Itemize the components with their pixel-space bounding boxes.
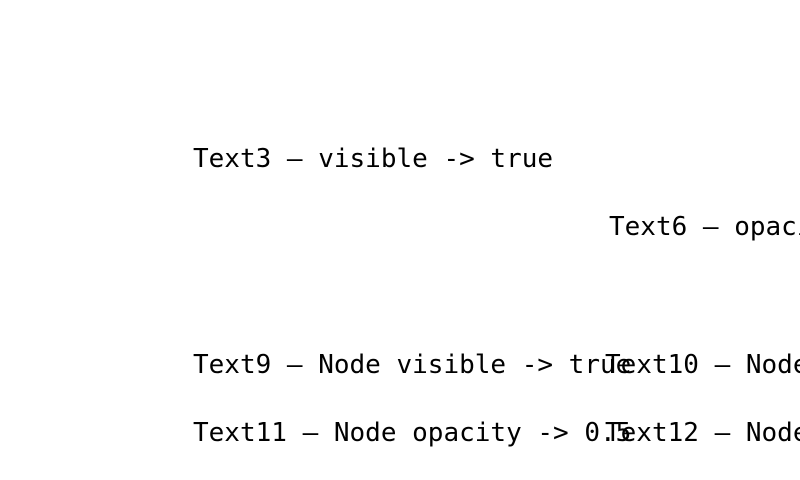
text-label-text10: Text10 – Node visible -> false bbox=[605, 350, 800, 380]
text-label-text6: Text6 – opacity -> 0.5 bbox=[609, 212, 800, 242]
text-label-text12: Text12 – Node opacity -> 1.0 bbox=[605, 418, 800, 448]
text-label-text3: Text3 – visible -> true bbox=[193, 144, 554, 174]
text-label-text9: Text9 – Node visible -> true bbox=[193, 350, 632, 380]
text-label-text11: Text11 – Node opacity -> 0.5 bbox=[193, 418, 632, 448]
